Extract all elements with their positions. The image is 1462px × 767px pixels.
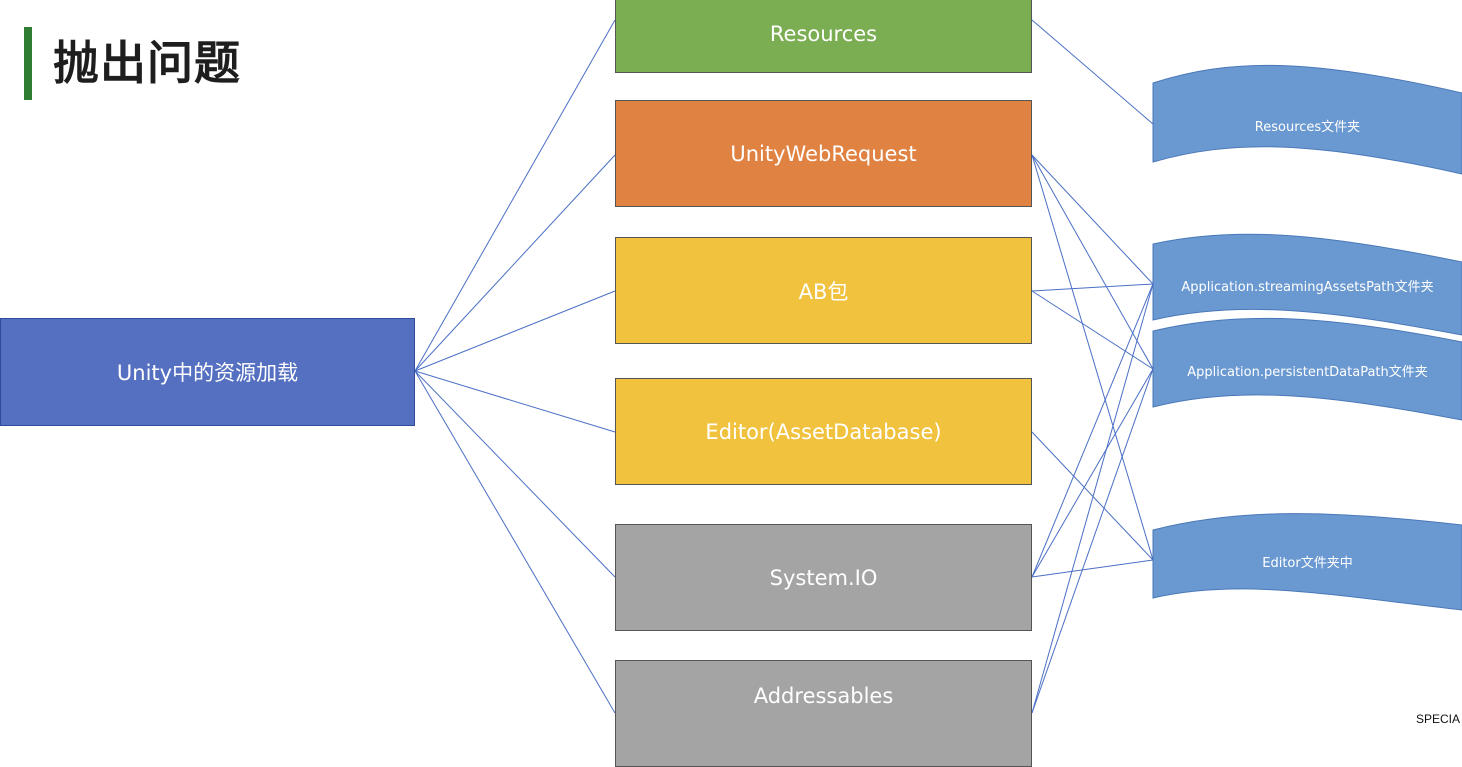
connector-addr-persistent [1031, 368, 1154, 714]
method-node-label: Editor(AssetDatabase) [705, 419, 942, 444]
connector-root-editor [414, 370, 616, 433]
method-node-label: Addressables [753, 684, 894, 708]
connector-resources-folder [1031, 19, 1154, 125]
root-connectors [414, 19, 616, 714]
connector-root-ab [414, 290, 616, 372]
connector-uwr-editor [1031, 154, 1154, 561]
connector-uwr-persistent [1031, 154, 1154, 370]
title-accent-bar [24, 27, 32, 100]
method-node-resources: Resources [615, 0, 1032, 73]
method-node-addressables: Addressables [615, 660, 1032, 767]
folder-flag-resources [1152, 64, 1462, 175]
corner-text: SPECIA [1415, 712, 1460, 726]
method-node-label: Resources [769, 22, 878, 46]
method-node-unitywebrequest: UnityWebRequest [615, 100, 1032, 207]
method-node-label: UnityWebRequest [730, 141, 917, 166]
connector-root-addressables [414, 370, 616, 714]
folder-connectors [1031, 19, 1154, 714]
method-node-label: System.IO [769, 565, 878, 590]
connector-uwr-streaming [1031, 154, 1154, 285]
method-node-ab: AB包 [615, 237, 1032, 344]
connector-io-persistent [1031, 368, 1154, 578]
diagram-canvas [414, 19, 1462, 714]
folder-label-editor: Editor文件夹中 [1262, 556, 1353, 571]
connector-root-systemio [414, 370, 616, 578]
method-node-label: AB包 [798, 279, 849, 304]
connector-io-editor [1031, 559, 1154, 578]
root-node-label: Unity中的资源加载 [116, 361, 299, 385]
method-node-editor: Editor(AssetDatabase) [615, 378, 1032, 485]
folder-flag-editor [1152, 513, 1462, 611]
folder-label-resources: Resources文件夹 [1254, 120, 1361, 135]
connector-ab-streaming [1031, 283, 1154, 292]
connector-io-streaming [1031, 283, 1154, 578]
connector-root-unitywebrequest [414, 154, 616, 372]
folder-label-persistent-data: Application.persistentDataPath文件夹 [1187, 365, 1428, 380]
slide-title: 抛出问题 [53, 36, 241, 90]
folder-flag-streaming-assets [1152, 233, 1462, 336]
method-node-systemio: System.IO [615, 524, 1032, 631]
connector-editor-folder [1031, 431, 1154, 561]
root-node: Unity中的资源加载 [0, 318, 415, 426]
connector-root-resources [414, 19, 616, 372]
folder-flag-persistent-data [1152, 317, 1462, 421]
folder-label-streaming-assets: Application.streamingAssetsPath文件夹 [1181, 280, 1434, 295]
connector-addr-streaming [1031, 283, 1154, 714]
